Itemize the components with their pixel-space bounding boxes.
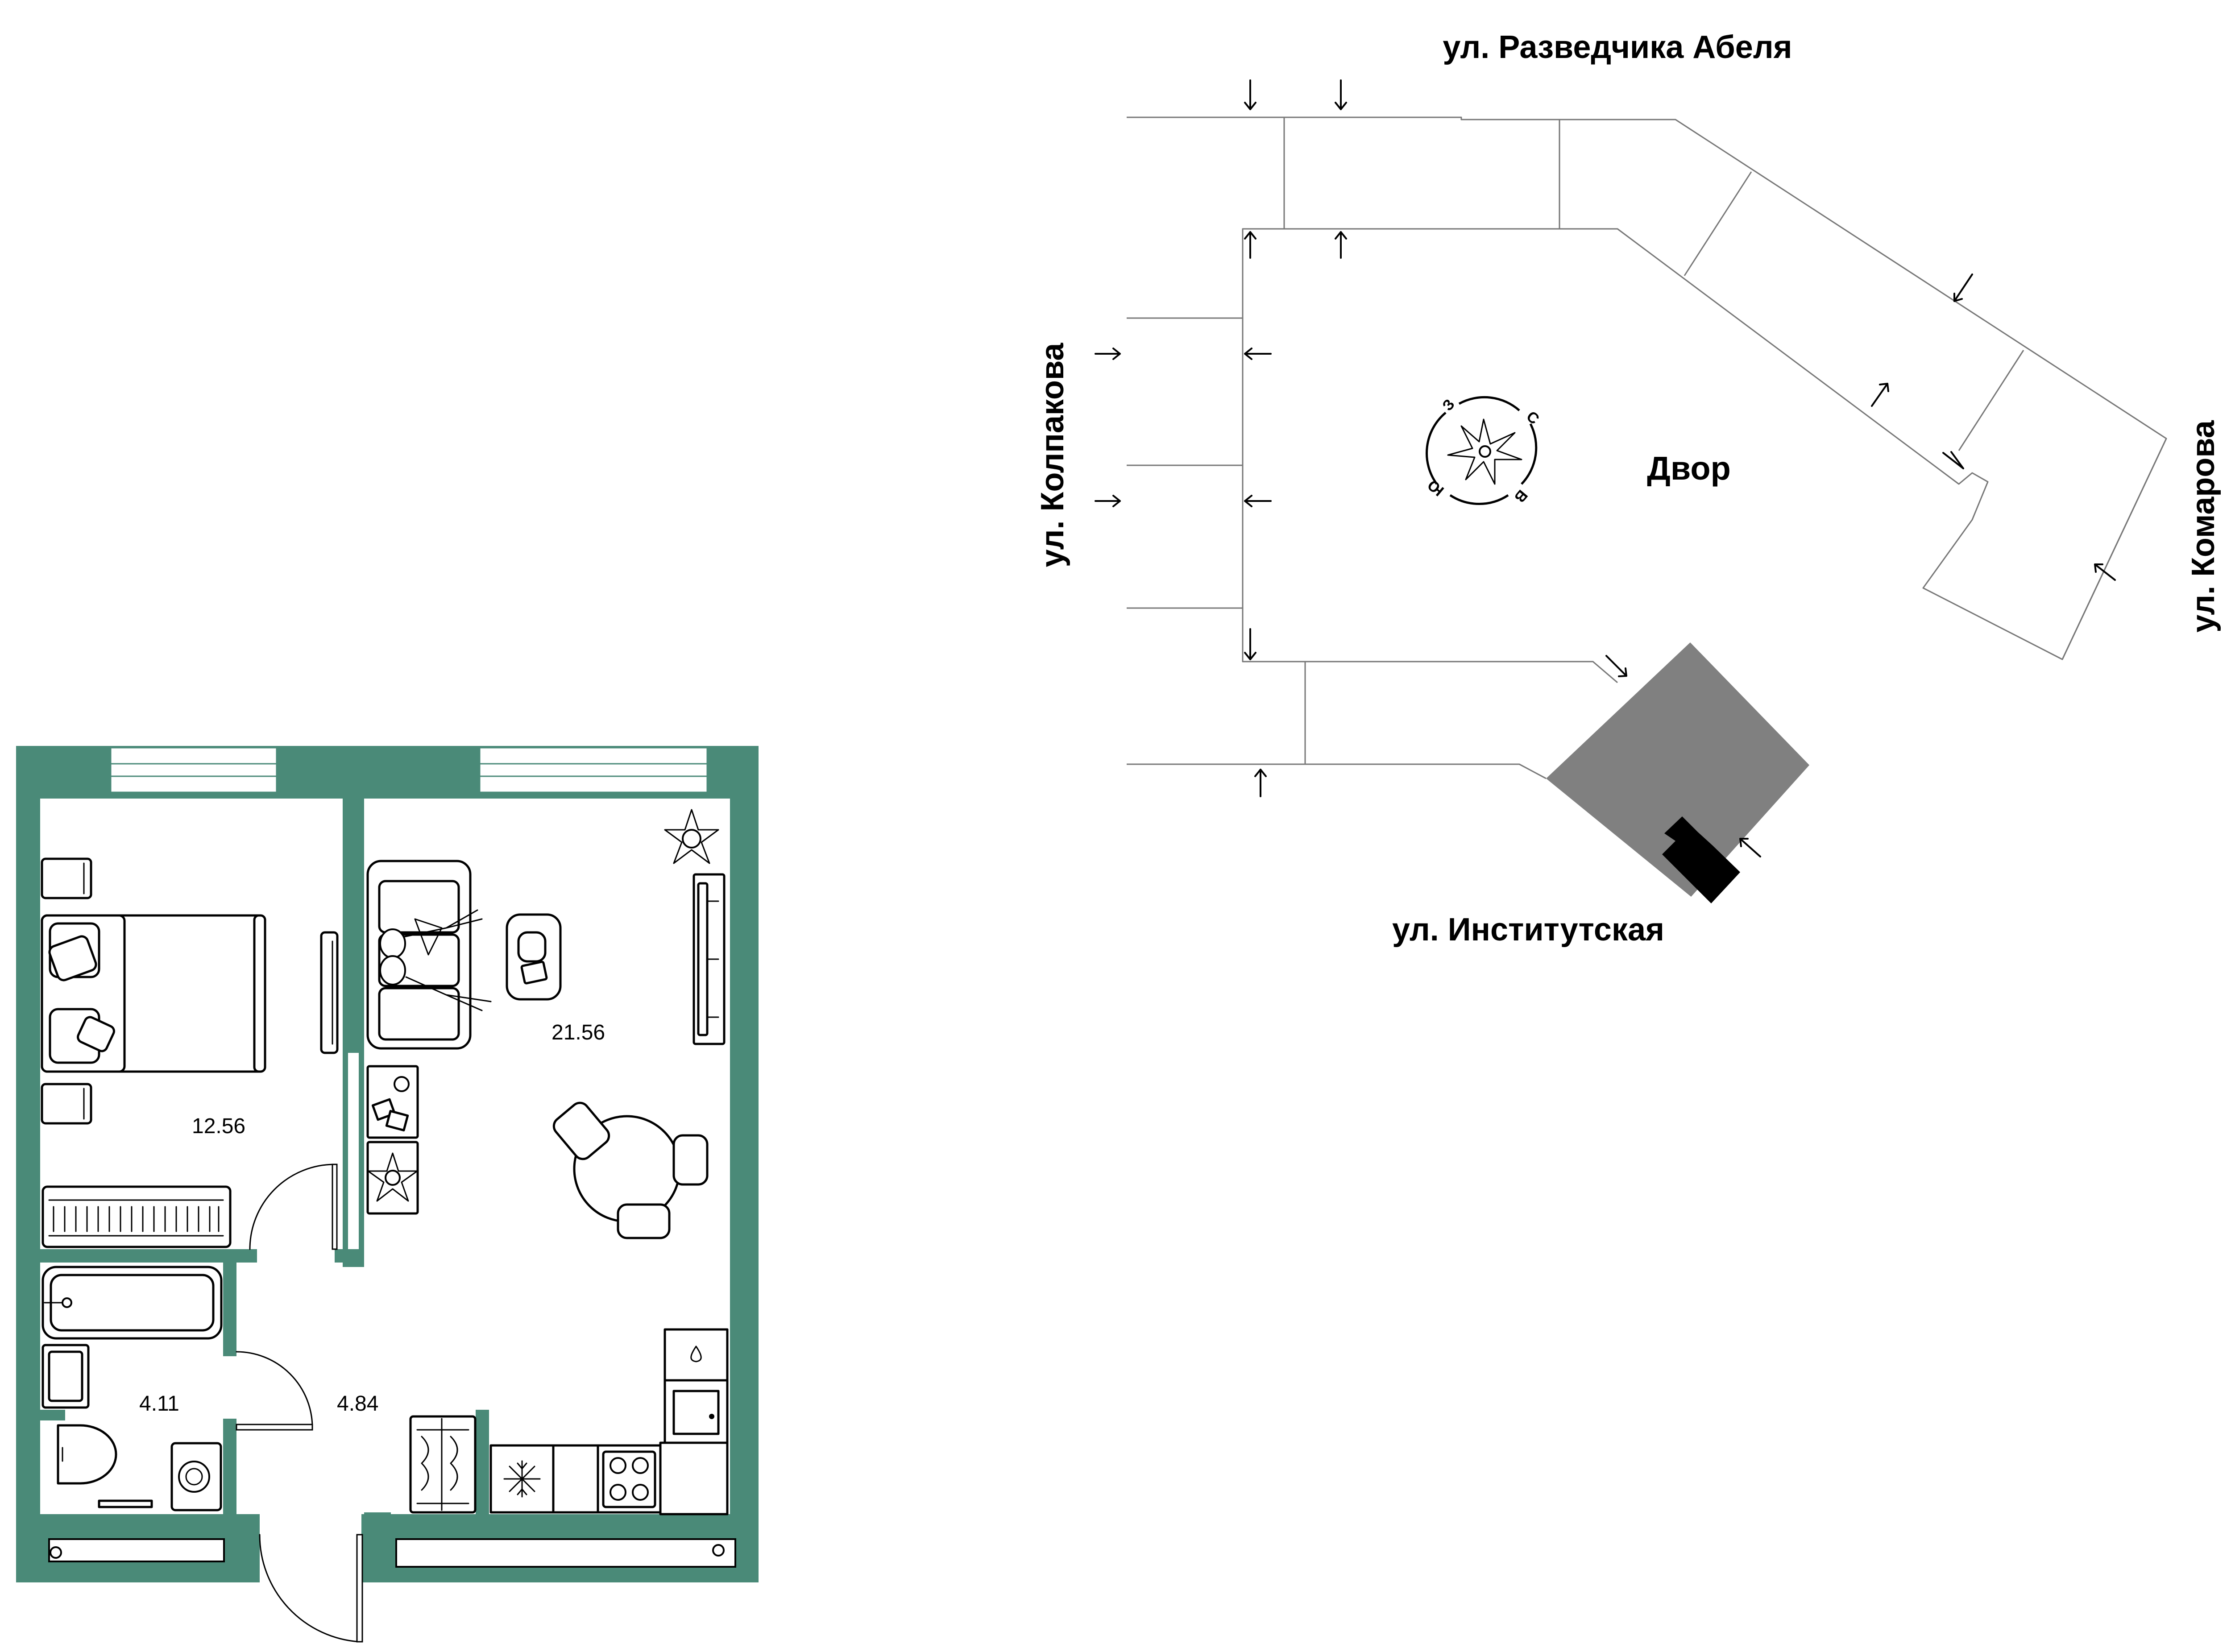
door-entrance <box>259 1534 360 1643</box>
wall-left <box>16 746 40 1582</box>
bathroom-fixtures <box>41 1266 223 1511</box>
compass-south: Ю <box>1424 476 1447 500</box>
wall-kitchen-stub <box>476 1410 489 1514</box>
window-living <box>479 747 708 793</box>
wall-wc <box>16 1410 65 1420</box>
cabinet-top <box>663 1328 729 1382</box>
interior-walls <box>16 794 489 1521</box>
area-bathroom: 4.11 <box>139 1392 179 1416</box>
building-outline <box>1127 116 2167 779</box>
bedroom-furniture <box>41 857 339 1248</box>
plant-icon <box>664 809 719 864</box>
wall-bath-hall <box>223 1263 236 1356</box>
tv-icon <box>697 882 709 1036</box>
window-bedroom <box>110 747 278 793</box>
site-plan: С В Ю З Двор ул. Разведчика Абеля ул. Ко… <box>1035 29 2221 948</box>
loggia <box>48 1538 736 1568</box>
towel-rail <box>98 1499 153 1508</box>
nightstand-bottom <box>41 1083 92 1125</box>
wall-bed-bath <box>16 1249 257 1263</box>
wall-entry-right <box>364 1512 391 1521</box>
radiator-icon <box>41 1185 232 1248</box>
wall-bed-living <box>343 794 364 1044</box>
doors <box>236 1163 363 1643</box>
street-east: ул. Комарова <box>2185 420 2221 632</box>
toilet-icon <box>57 1424 117 1485</box>
door-bedroom <box>249 1163 336 1250</box>
street-north: ул. Разведчика Абеля <box>1443 29 1792 65</box>
door-bathroom <box>236 1351 313 1428</box>
plant-icon <box>367 1152 418 1202</box>
kitchen <box>409 1328 729 1515</box>
tv-bedroom <box>320 931 339 1054</box>
living-furniture <box>366 809 726 1239</box>
area-hallway: 4.84 <box>337 1392 378 1416</box>
current-section <box>1546 642 1809 897</box>
compass-icon: С В Ю З <box>1424 396 1542 506</box>
yard-label: Двор <box>1647 450 1731 487</box>
heating-radiator-icon <box>409 1415 477 1514</box>
compass-east: В <box>1511 486 1531 505</box>
chair-icon <box>552 1101 709 1239</box>
wall-right <box>730 746 759 1582</box>
current-apartment <box>1662 816 1740 903</box>
street-west: ул. Колпакова <box>1035 343 1070 567</box>
floor-plan: 12.56 21.56 4.11 4.84 <box>16 746 759 1643</box>
windows <box>110 747 708 793</box>
counter <box>552 1444 599 1514</box>
compass-north: С <box>1523 408 1542 428</box>
wall-bath-hall-lower <box>223 1419 236 1514</box>
person-icon <box>379 955 406 985</box>
street-south: ул. Институтская <box>1392 912 1664 948</box>
compass-west: З <box>1439 396 1458 414</box>
entrance-arrows <box>1095 79 2116 857</box>
wall-bed-hall <box>335 1249 364 1263</box>
nightstand-top <box>41 857 92 899</box>
area-living: 21.56 <box>552 1021 605 1044</box>
person-icon <box>379 928 406 959</box>
area-bedroom: 12.56 <box>192 1114 245 1138</box>
